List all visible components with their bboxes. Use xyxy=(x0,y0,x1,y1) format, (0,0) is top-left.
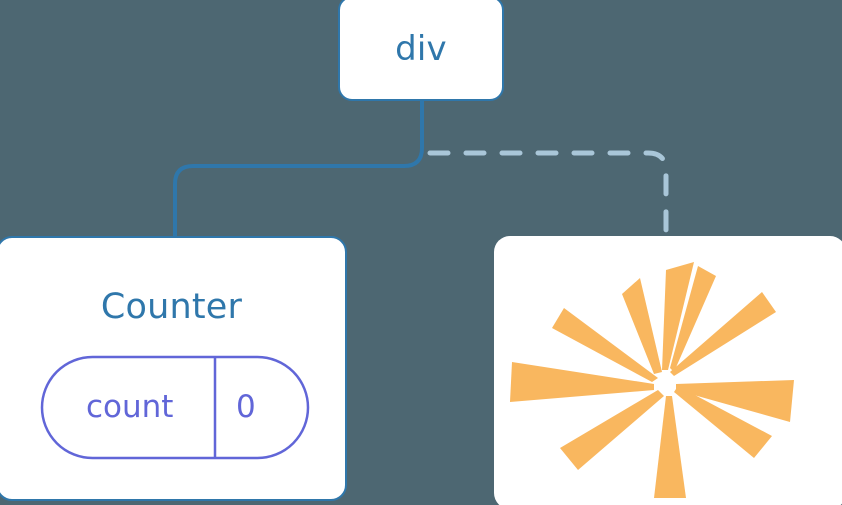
sparkle-ray-9 xyxy=(670,292,776,376)
sparkle-ray-4 xyxy=(510,362,654,402)
state-value-label: 0 xyxy=(236,389,256,425)
sparkle-ray-7 xyxy=(674,386,772,458)
state-key-label: count xyxy=(86,389,174,425)
state-pill-count[interactable]: count 0 xyxy=(40,355,310,460)
sparkle-ray-3 xyxy=(552,308,658,382)
node-div[interactable]: div xyxy=(338,0,504,101)
sparkle-ray-5 xyxy=(560,390,664,470)
edge-div-to-counter xyxy=(173,99,424,240)
state-pill-outline xyxy=(40,355,310,460)
sparkle-ray-1 xyxy=(662,262,694,370)
edge-div-to-sparkle xyxy=(427,150,669,241)
sparkle-ray-10 xyxy=(670,266,716,372)
node-counter-label: Counter xyxy=(100,287,243,327)
sparkle-burst-icon xyxy=(510,262,794,498)
node-div-label: div xyxy=(395,28,447,69)
node-sparkle[interactable] xyxy=(494,236,842,505)
sparkle-ray-2 xyxy=(622,278,662,374)
sparkle-ray-8 xyxy=(676,380,794,422)
sparkle-ray-6 xyxy=(654,396,686,498)
